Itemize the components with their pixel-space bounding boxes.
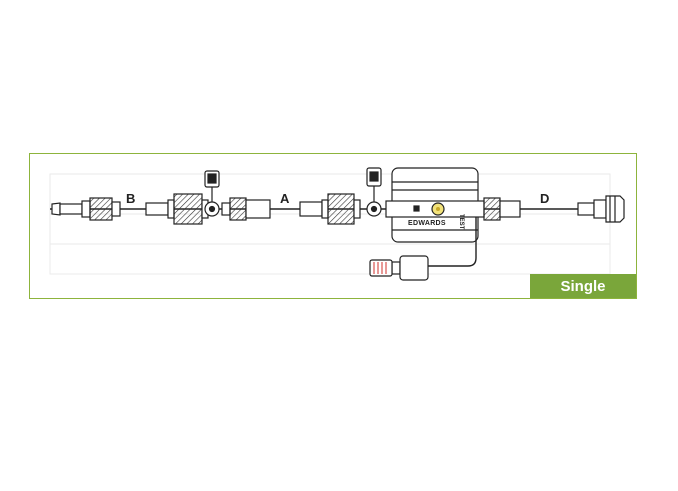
transducer-cable: [428, 217, 477, 267]
brand-label: EDWARDS: [408, 220, 446, 227]
connector-4: [483, 197, 521, 221]
segment-d-label: D: [540, 191, 549, 206]
connector-3: [299, 193, 361, 225]
diagram-frame: B A: [29, 153, 637, 299]
pressure-line-diagram: B A: [49, 167, 625, 281]
segment-b-label: B: [126, 191, 135, 206]
connector-2: [221, 197, 271, 221]
stopcock-1: [204, 170, 220, 217]
electrical-connector: [369, 255, 429, 281]
transducer-body: [385, 167, 485, 243]
single-badge: Single: [530, 274, 636, 298]
stopcock-2: [366, 167, 382, 217]
test-label: TEST: [458, 214, 464, 230]
segment-a-label: A: [280, 191, 290, 206]
connector-1: [145, 193, 209, 225]
right-end-connector: [577, 195, 625, 223]
left-tip-connector: [51, 197, 121, 221]
